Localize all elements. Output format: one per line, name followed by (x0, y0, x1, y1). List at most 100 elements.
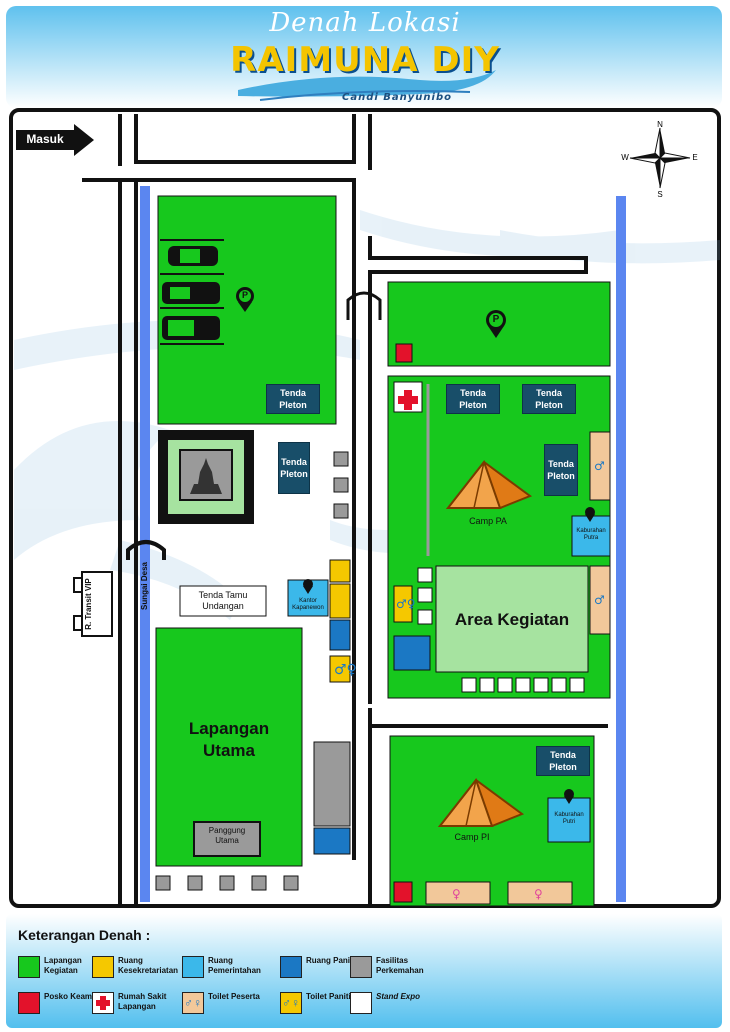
temple-icon (190, 458, 222, 494)
stand-expo-squares (417, 567, 585, 693)
legend-label-panitia: Ruang Panitia (306, 956, 360, 965)
map-pin-icon-putri (564, 789, 574, 804)
legend-label-toilet-panitia: Toilet Panitia (306, 992, 356, 1001)
legend-swatch-sekretariat (92, 956, 114, 978)
legend-swatch-stand-expo (350, 992, 372, 1014)
toilet-peserta-1 (589, 431, 611, 501)
toilet-icon: ♂♀ (182, 992, 204, 1014)
sekretariat-1 (329, 559, 351, 583)
parking-pin-west (236, 287, 254, 312)
area-kegiatan-field (435, 565, 589, 673)
kaburahan-putra-box (571, 515, 611, 557)
camp-pi-label: Camp PI (454, 832, 490, 842)
legend-label-pemerintahan: Ruang Pemerintahan (208, 956, 261, 975)
legend-item-sekretariat: Ruang Kesekretariatan (92, 956, 190, 978)
tenda-pleton-4: Tenda Pleton (522, 384, 576, 414)
lapangan-utama-label: Lapangan Utama (188, 719, 270, 760)
kantor-kapanewon-label: Kantor Kapanewon (292, 598, 324, 611)
header-subtitle: Candi Banyunibo (342, 92, 452, 103)
svg-text:♂: ♂ (594, 459, 605, 473)
entrance-arrow-icon (16, 124, 94, 156)
tenda-tamu-box (179, 585, 267, 617)
bridge-sungai (126, 540, 166, 560)
sungai-desa-label: Sungai Desa (140, 562, 149, 611)
toilet-panitia-mid (329, 655, 351, 683)
compass-w: W (621, 153, 629, 162)
panitia-1 (329, 619, 351, 651)
bridge-top (346, 291, 382, 320)
legend-item-stand-expo: Stand Expo (350, 992, 448, 1014)
legend-item-toilet-panitia: ♂♀ Toilet Panitia (280, 992, 378, 1014)
legend-item-toilet-peserta: ♂♀ Toilet Peserta (182, 992, 280, 1014)
map-pin-icon-putra (585, 507, 595, 522)
toilet-panitia-pa (393, 585, 413, 623)
compass-e: E (692, 153, 698, 162)
header-swoosh-2 (259, 90, 471, 101)
car-icon (162, 246, 220, 340)
kaburahan-putri-box (547, 797, 591, 843)
kaburahan-putra-label: Kaburahan Putra (576, 528, 606, 541)
svg-text:♂♀: ♂♀ (334, 662, 357, 678)
toilet-icon: ♂♀ (280, 992, 302, 1014)
tent-icon-pi (437, 777, 525, 827)
fasilitas-squares-bottom (155, 875, 299, 891)
tenda-tamu-label: Tenda Tamu Undangan (198, 590, 248, 611)
legend-swatch-lapangan (18, 956, 40, 978)
panitia-3 (393, 635, 431, 671)
legend-item-pemerintahan: Ruang Pemerintahan (182, 956, 280, 978)
legend-label-sekretariat: Ruang Kesekretariatan (118, 956, 179, 975)
panggung-utama-box (193, 821, 261, 857)
legend-item-rumah-sakit: Rumah Sakit Lapangan (92, 992, 190, 1014)
svg-text:♂♀: ♂♀ (396, 597, 416, 611)
compass-s: S (657, 190, 663, 199)
legend-label-rumah-sakit: Rumah Sakit Lapangan (118, 992, 167, 1011)
camp-pa-label: Camp PA (469, 516, 507, 526)
legend-label-lapangan: Lapangan Kegiatan (44, 956, 82, 975)
fasilitas-squares-mid (333, 451, 349, 519)
tenda-pleton-2: Tenda Pleton (278, 442, 310, 494)
legend-swatch-panitia (280, 956, 302, 978)
tenda-pleton-6: Tenda Pleton (536, 746, 590, 776)
legend-swatch-fasilitas (350, 956, 372, 978)
svg-text:♀: ♀ (452, 887, 461, 901)
legend-label-toilet-peserta: Toilet Peserta (208, 992, 260, 1001)
legend-swatch-rumah-sakit (92, 992, 114, 1014)
parking-bays (160, 239, 224, 345)
r-transit-label: R. Transit VIP (84, 578, 93, 630)
legend-item-fasilitas: Fasilitas Perkemahan (350, 956, 448, 978)
parking-letter-west: P (241, 290, 248, 300)
tenda-pleton-3: Tenda Pleton (446, 384, 500, 414)
tent-icon-pa (445, 459, 533, 509)
svg-text:♀: ♀ (534, 887, 543, 901)
posko-keamanan-2 (393, 881, 413, 903)
legend-swatch-posko (18, 992, 40, 1014)
legend-item-lapangan: Lapangan Kegiatan (18, 956, 116, 978)
sekretariat-2 (329, 583, 351, 619)
compass-n: N (657, 120, 663, 129)
parking-letter-east: P (492, 314, 500, 325)
toilet-peserta-2 (589, 565, 611, 635)
toilet-peserta-3 (425, 881, 491, 905)
area-kegiatan-label: Area Kegiatan (454, 610, 570, 629)
legend-swatch-pemerintahan (182, 956, 204, 978)
legend-title: Keterangan Denah : (18, 927, 151, 943)
header-main-title: RAIMUNA DIY (230, 40, 500, 80)
tenda-pleton-5: Tenda Pleton (544, 444, 578, 496)
header-background (6, 6, 722, 108)
map-pin-icon (303, 579, 313, 594)
road-lines (82, 114, 608, 904)
legend-item-posko: Posko Keamanan (18, 992, 116, 1014)
red-cross-icon (96, 996, 110, 1010)
entrance-label: Masuk (26, 132, 64, 146)
panggung-utama-label: Panggung Utama (208, 826, 246, 845)
east-river (616, 196, 626, 902)
fasilitas-long (313, 741, 351, 827)
legend-label-posko: Posko Keamanan (44, 992, 111, 1001)
posko-keamanan-1 (395, 343, 413, 363)
r-transit-building (81, 571, 113, 637)
legend-label-fasilitas: Fasilitas Perkemahan (376, 956, 424, 975)
toilet-peserta-4 (507, 881, 573, 905)
red-cross-icon (398, 390, 418, 410)
parking-pin-east (486, 310, 506, 338)
